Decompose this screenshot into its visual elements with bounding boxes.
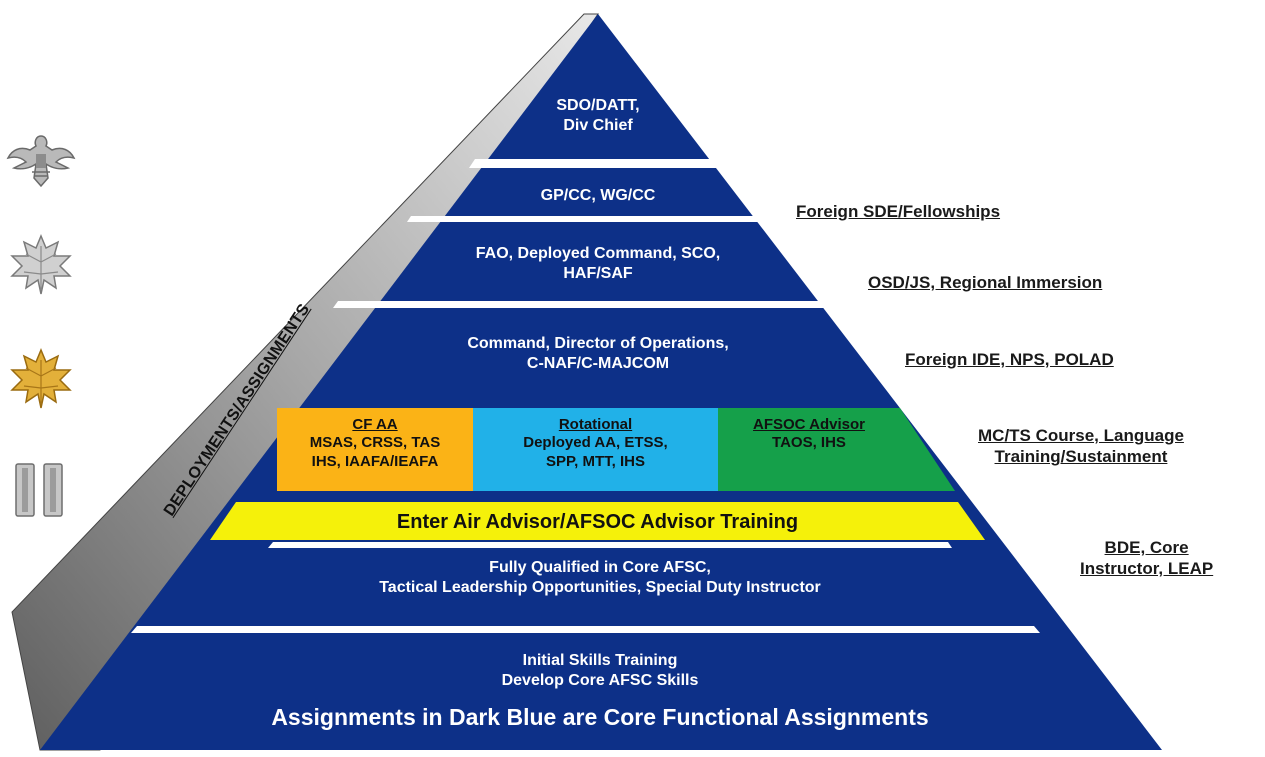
tier-3-label: FAO, Deployed Command, SCO, HAF/SAF xyxy=(475,245,721,282)
silver-oak-leaf-icon xyxy=(10,234,72,295)
captain-bars-icon xyxy=(15,463,63,517)
tier-separators xyxy=(131,159,1040,633)
tier-1-label: SDO/DATT, Div Chief xyxy=(556,97,640,134)
afsoc-advisor-label: AFSOC Advisor TAOS, IHS xyxy=(753,416,865,452)
right-label-5: BDE, Core Instructor, LEAP xyxy=(1080,538,1214,579)
rotational-box xyxy=(473,408,718,491)
tier-2-label: GP/CC, WG/CC xyxy=(540,187,656,204)
advisor-training-label: Enter Air Advisor/AFSOC Advisor Training xyxy=(396,511,799,533)
tier-4-label: Command, Director of Operations, C-NAF/C… xyxy=(467,335,729,372)
right-label-2: OSD/JS, Regional Immersion xyxy=(868,273,1103,292)
eagle-insignia-icon xyxy=(6,135,76,188)
afsoc-advisor-box xyxy=(718,408,955,491)
right-label-4: MC/TS Course, Language Training/Sustainm… xyxy=(978,426,1184,467)
core-assignments-note: Assignments in Dark Blue are Core Functi… xyxy=(271,704,929,730)
gold-oak-leaf-icon xyxy=(10,348,72,409)
tier-8-label: Initial Skills Training Develop Core AFS… xyxy=(501,652,699,689)
cf-aa-label: CF AA MSAS, CRSS, TAS IHS, IAAFA/IEAFA xyxy=(309,416,441,470)
rotational-label: Rotational Deployed AA, ETSS, SPP, MTT, … xyxy=(523,416,668,470)
advisor-training-band xyxy=(210,502,985,540)
right-label-3: Foreign IDE, NPS, POLAD xyxy=(905,350,1114,369)
cf-aa-box xyxy=(277,408,473,491)
right-label-1: Foreign SDE/Fellowships xyxy=(796,202,1001,221)
tier-7-label: Fully Qualified in Core AFSC, Tactical L… xyxy=(379,559,821,596)
pyramid-body xyxy=(40,14,1162,750)
